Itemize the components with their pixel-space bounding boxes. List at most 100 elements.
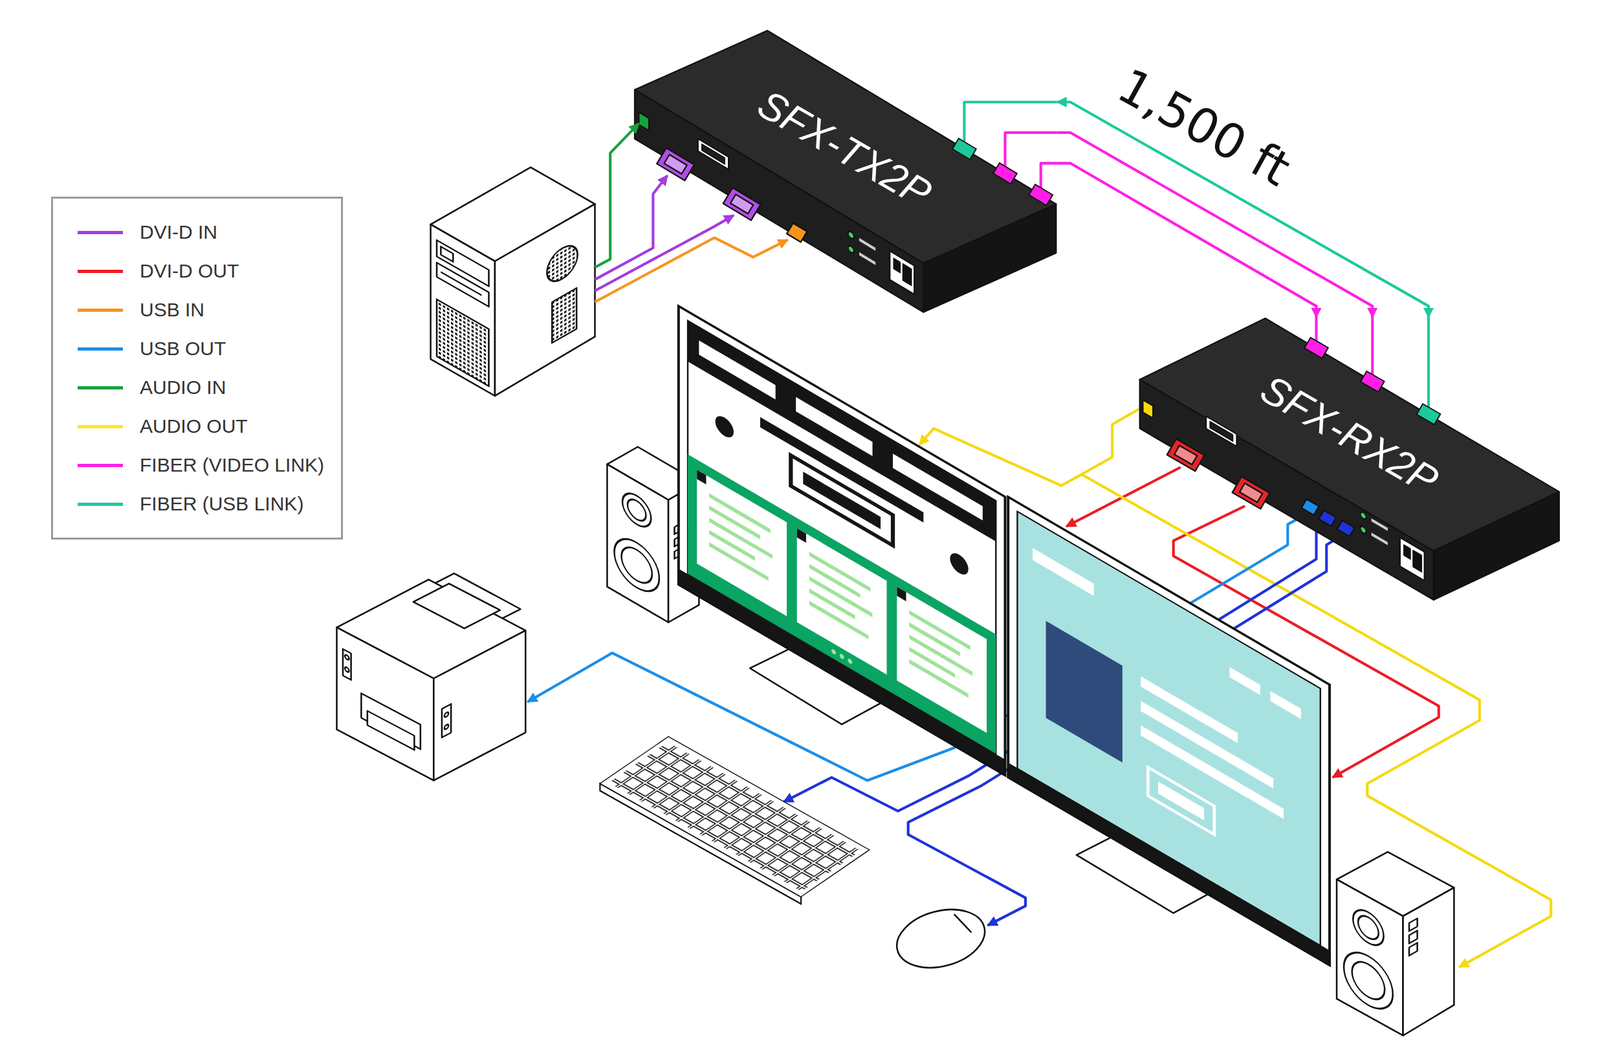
- screen-header: [687, 320, 996, 542]
- legend-swatch: [77, 502, 123, 506]
- card-marker: [896, 586, 906, 602]
- dvi-port: [698, 138, 729, 169]
- legend-swatch: [77, 425, 123, 429]
- drive-slot: [440, 246, 453, 262]
- side-panel: [441, 703, 451, 738]
- fiber-plug: [1416, 403, 1441, 425]
- audio-jack: [1142, 399, 1153, 418]
- led-legend: [859, 252, 876, 266]
- legend-row: USB IN: [77, 290, 325, 330]
- speaker-front: [606, 464, 669, 623]
- woofer-inner: [621, 540, 653, 590]
- usb-plug-body: [786, 223, 807, 242]
- legend-row: FIBER (VIDEO LINK): [77, 445, 325, 485]
- speaker-cones: [1343, 898, 1393, 1019]
- tweeter-inner: [627, 495, 646, 525]
- dvi-plug-face: [730, 194, 754, 215]
- monitor-screen: [1017, 511, 1320, 946]
- screen-button-fill: [802, 471, 881, 530]
- audio-out-wire: [1081, 408, 1139, 475]
- monitor-bezel: [678, 569, 1006, 776]
- fiber-plug: [1360, 371, 1385, 393]
- legend-text: DVI-D IN: [139, 221, 218, 244]
- screen-bar: [1270, 690, 1302, 719]
- page-dot: [847, 657, 853, 666]
- fiber-stub: [1004, 132, 1056, 174]
- receiver-box: [1139, 318, 1560, 600]
- dvi-port-outline: [698, 138, 729, 169]
- tower-front: [430, 224, 495, 396]
- printer-front-details: [342, 648, 421, 754]
- legend-text: FIBER (USB LINK): [139, 493, 304, 516]
- legend-swatch: [77, 386, 123, 390]
- woofer: [1343, 942, 1393, 1020]
- screen-bar: [760, 417, 924, 523]
- screen-dot: [949, 549, 968, 579]
- legend-text: AUDIO OUT: [139, 415, 248, 438]
- drive-bay: [436, 262, 489, 307]
- keyboard-keys: [608, 742, 862, 892]
- usb-plug-body: [1337, 520, 1355, 537]
- dvi-in-wire: [595, 215, 734, 292]
- output-paper: [367, 711, 415, 750]
- led: [1359, 510, 1366, 521]
- fiber-plug: [1304, 337, 1329, 359]
- tx-fiber-plugs: [952, 138, 1053, 206]
- card-marker: [797, 528, 807, 543]
- legend-row: FIBER (USB LINK): [77, 484, 325, 524]
- page-dot: [839, 652, 845, 660]
- fiber-plug: [1028, 184, 1053, 206]
- screen-bar: [698, 340, 776, 400]
- speaker-side: [1403, 887, 1455, 1036]
- left-monitor: [678, 306, 1006, 776]
- keyboard-plate: [599, 736, 869, 898]
- control-panel: [342, 648, 352, 680]
- dvi-port: [1205, 416, 1237, 447]
- screen-dot: [715, 412, 734, 442]
- dvi-plug-body: [656, 148, 695, 181]
- woofer-inner: [1352, 955, 1385, 1007]
- fiber-stub: [1427, 318, 1430, 415]
- dvi-plug: [656, 148, 695, 181]
- power-socket: [903, 263, 912, 286]
- status-leds: [848, 230, 877, 268]
- audio-jack-body: [638, 111, 649, 131]
- legend-text: AUDIO IN: [139, 376, 226, 399]
- keyboard-top: [599, 736, 869, 898]
- printer-button: [344, 666, 349, 673]
- tweeter-inner: [1358, 911, 1379, 944]
- tx-end: [923, 203, 1056, 312]
- dvi-plug-face: [1174, 445, 1197, 465]
- fiber-plug: [952, 138, 977, 160]
- drive-slot: [440, 272, 482, 296]
- printer-side: [433, 630, 526, 781]
- dvi-plug-face: [664, 154, 688, 175]
- page-dot: [831, 648, 836, 656]
- tower-side: [494, 203, 596, 396]
- printer-button: [444, 723, 449, 731]
- legend-row: AUDIO OUT: [77, 406, 325, 446]
- tweeter: [1352, 903, 1384, 952]
- power-plate: [889, 251, 915, 295]
- dvi-plug: [1167, 438, 1205, 472]
- right-speaker: [1336, 852, 1454, 1036]
- distance-label: 1,500 ft: [1109, 58, 1299, 196]
- rx-end: [1433, 491, 1560, 600]
- monitor-frame: [678, 306, 1006, 776]
- led-legend: [859, 238, 876, 252]
- power-inlet: [889, 251, 915, 295]
- legend-text: USB IN: [139, 298, 205, 321]
- monitor-bezel: [1008, 763, 1330, 966]
- power-plate: [1400, 537, 1425, 581]
- side-vent: [551, 287, 577, 343]
- dvi-port-slot: [1209, 421, 1233, 442]
- speaker-button: [1409, 931, 1418, 944]
- transmitter-box: [634, 30, 1056, 312]
- dvi-plug-face: [1239, 483, 1263, 503]
- device-box: SFX-RX2P: [1139, 318, 1560, 552]
- speaker-button: [1409, 918, 1418, 932]
- power-switch: [1403, 545, 1410, 559]
- mouse-body: [890, 900, 992, 977]
- printer-front: [337, 627, 435, 781]
- led-legend: [1371, 518, 1388, 531]
